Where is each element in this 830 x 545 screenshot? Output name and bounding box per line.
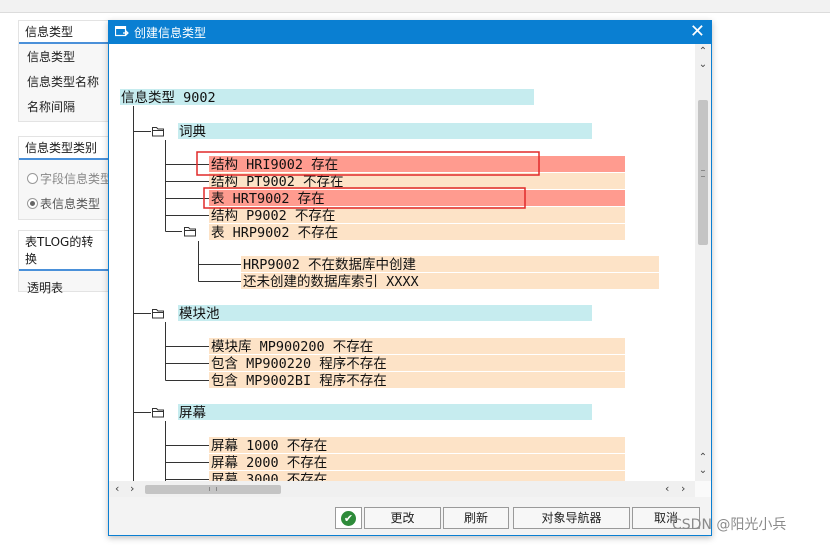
dictionary-node-bg <box>178 123 592 139</box>
tree-leaf-pt9002[interactable]: 结构 PT9002 不存在 <box>211 174 344 190</box>
row-bg-mp900220 <box>209 355 625 371</box>
row-bg-hrt9002 <box>209 190 625 206</box>
node-backgrounds <box>120 89 659 481</box>
top-strip <box>0 0 830 13</box>
vertical-scroll-thumb[interactable] <box>698 100 708 245</box>
tree-leaf-screen-2000[interactable]: 屏幕 2000 不存在 <box>211 455 327 471</box>
tree-leaf-screen-3000[interactable]: 屏幕 3000 不存在 <box>211 472 327 481</box>
root-node-bg <box>120 89 534 105</box>
scroll-right-icon[interactable]: › <box>681 482 686 495</box>
checkmark-icon: ✔ <box>341 511 356 526</box>
row-bg-screen-1000 <box>209 437 625 453</box>
radio-table-info-type-label: 表信息类型 <box>40 197 101 211</box>
tree-node-module-pool[interactable]: 模块池 <box>179 306 220 322</box>
row-bg-p9002 <box>209 207 625 223</box>
row-bg-hrp9002 <box>209 224 625 240</box>
row-bg-db-index <box>241 273 659 289</box>
scroll-up-icon[interactable]: ⌃ <box>698 46 708 57</box>
category-header: 信息类型类别 <box>19 137 111 160</box>
close-icon[interactable]: ✕ <box>689 21 705 42</box>
tree-node-dictionary[interactable]: 词典 <box>179 124 206 140</box>
dialog-window-icon <box>115 26 129 37</box>
tree-view: 信息类型 9002 词典 结构 HRI9002 存在 结构 PT9002 不存在… <box>109 44 695 481</box>
tree-leaf-db-index[interactable]: 还未创建的数据库索引 XXXX <box>243 274 419 290</box>
change-button[interactable]: 更改 <box>364 507 441 529</box>
radio-field-info-type[interactable]: 字段信息类型 <box>19 166 111 191</box>
tlog-panel: 表TLOG的转换 透明表 <box>18 230 112 295</box>
folder-icon[interactable] <box>184 227 196 237</box>
tree-leaf-mp9002bi[interactable]: 包含 MP9002BI 程序不存在 <box>211 373 387 389</box>
scroll-down-icon[interactable]: ⌄ <box>698 465 708 476</box>
scroll-right-icon[interactable]: › <box>130 482 135 495</box>
radio-unselected-icon <box>27 173 38 184</box>
screen-node-bg <box>178 404 592 420</box>
row-bg-pt9002 <box>209 173 625 189</box>
info-type-category-panel: 信息类型类别 字段信息类型 表信息类型 <box>18 136 112 220</box>
cancel-button[interactable]: 取消 <box>632 507 700 529</box>
tree-connector-lines <box>133 106 241 481</box>
tlog-header: 表TLOG的转换 <box>19 231 111 271</box>
tree-leaf-mp900200[interactable]: 模块库 MP900200 不存在 <box>211 339 373 355</box>
info-type-header: 信息类型 <box>19 21 111 44</box>
tree-leaf-p9002[interactable]: 结构 P9002 不存在 <box>211 208 335 224</box>
dialog-footer: ✔ 更改 刷新 对象导航器 取消 <box>109 497 711 535</box>
radio-table-info-type[interactable]: 表信息类型 <box>19 191 111 216</box>
info-type-panel: 信息类型 信息类型 信息类型名称 名称间隔 <box>18 20 112 122</box>
tree-leaf-hrp9002-db[interactable]: HRP9002 不在数据库中创建 <box>243 257 416 273</box>
create-info-type-dialog: 创建信息类型 ✕ <box>108 20 712 536</box>
tree-leaf-hri9002[interactable]: 结构 HRI9002 存在 <box>211 157 338 173</box>
refresh-button[interactable]: 刷新 <box>443 507 509 529</box>
tree-leaf-screen-1000[interactable]: 屏幕 1000 不存在 <box>211 438 327 454</box>
info-type-name-field-label: 信息类型名称 <box>27 75 100 89</box>
ok-button[interactable]: ✔ <box>335 507 362 529</box>
info-type-field-label: 信息类型 <box>27 50 76 64</box>
row-bg-hri9002 <box>209 156 625 172</box>
horizontal-scrollbar[interactable]: ‹ › ‹ › <box>109 481 695 497</box>
highlight-box <box>203 187 526 209</box>
transparent-table-label: 透明表 <box>27 281 64 295</box>
vertical-scrollbar[interactable]: ⌃ ⌄ ⌃ ⌄ <box>695 44 711 481</box>
scroll-up-icon[interactable]: ⌃ <box>698 452 708 463</box>
row-bg-hrp9002-db <box>241 256 659 272</box>
tree-node-screen[interactable]: 屏幕 <box>179 405 206 421</box>
folder-icon[interactable] <box>152 127 164 137</box>
folder-icon[interactable] <box>152 408 164 418</box>
highlight-box <box>196 151 540 176</box>
row-bg-mp9002bi <box>209 372 625 388</box>
name-range-field-label: 名称间隔 <box>27 100 76 114</box>
scroll-down-icon[interactable]: ⌄ <box>698 59 708 70</box>
dialog-title-bar: 创建信息类型 ✕ <box>109 21 711 44</box>
tree-canvas: 信息类型 9002 词典 结构 HRI9002 存在 结构 PT9002 不存在… <box>120 89 659 481</box>
horizontal-scroll-thumb[interactable] <box>145 485 281 494</box>
tree-leaf-mp900220[interactable]: 包含 MP900220 程序不存在 <box>211 356 387 372</box>
dialog-title: 创建信息类型 <box>134 26 207 40</box>
module-pool-node-bg <box>178 305 592 321</box>
row-bg-mp900200 <box>209 338 625 354</box>
scroll-left-icon[interactable]: ‹ <box>115 482 120 495</box>
tree-root-label[interactable]: 信息类型 9002 <box>121 89 216 106</box>
scroll-left-icon[interactable]: ‹ <box>665 482 670 495</box>
object-navigator-button[interactable]: 对象导航器 <box>513 507 630 529</box>
radio-selected-icon <box>27 198 38 209</box>
csdn-watermark: CSDN @阳光小兵 <box>672 517 787 533</box>
folder-icon[interactable] <box>152 309 164 319</box>
row-bg-screen-2000 <box>209 454 625 470</box>
tree-node-hrp9002[interactable]: 表 HRP9002 不存在 <box>211 225 338 241</box>
row-bg-screen-3000 <box>209 471 625 481</box>
radio-field-info-type-label: 字段信息类型 <box>40 172 111 186</box>
tree-leaf-hrt9002[interactable]: 表 HRT9002 存在 <box>211 191 325 207</box>
